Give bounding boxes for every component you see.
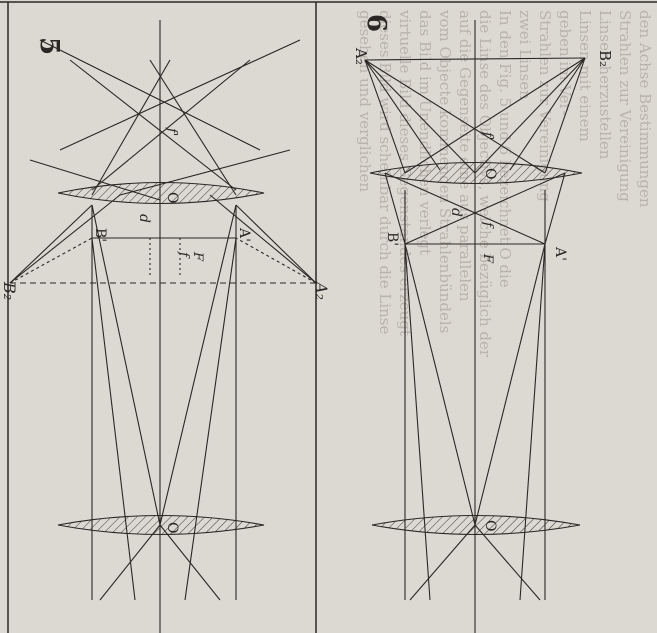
label-B2-fig5: B₂ xyxy=(0,281,19,300)
label-fprime-fig6: f' xyxy=(480,131,495,140)
background-text-line: den Achse Bestimmungen xyxy=(636,10,654,208)
background-text-line: auf die Gegenseite eine aus parallelen xyxy=(456,10,474,302)
background-text-line: das Bild im Unendlichen verlegt xyxy=(416,10,434,255)
top-lens-5 xyxy=(57,181,265,205)
figure-5-number: 5 xyxy=(34,37,64,55)
background-text-line: In den Fig. 5 und 6 bezeichnet O die xyxy=(496,10,514,288)
figure-5 xyxy=(9,20,317,633)
ray-5a xyxy=(91,204,161,526)
label-f-fig6: f xyxy=(480,221,495,229)
label-F-fig5: F xyxy=(190,251,205,262)
label-O-bottom-fig5: O xyxy=(164,522,180,533)
background-text-line: zwei Linsen xyxy=(516,10,534,100)
label-A2-fig5: A₂ xyxy=(312,280,331,300)
label-A1-fig5: A' xyxy=(236,227,252,242)
label-O-bottom-fig6: O xyxy=(482,520,498,531)
figure-6-number: 6 xyxy=(361,14,391,32)
background-text-line: gesehen und verglichen xyxy=(356,10,374,192)
label-B1-fig6: B' xyxy=(384,232,400,246)
label-d-fig5: d xyxy=(136,214,152,223)
figure-6 xyxy=(364,20,586,633)
label-f-fig5: f xyxy=(176,251,191,259)
background-text-line: Linsen mit einem xyxy=(576,10,594,142)
label-O-top-fig6: O xyxy=(482,168,498,179)
background-text-line: geben im Ver- xyxy=(556,10,574,116)
label-B2-fig6: B₂ xyxy=(596,50,614,67)
background-text-line: Strahlen zur Vereinigung xyxy=(616,10,634,202)
label-B1-fig5: B' xyxy=(92,228,108,242)
label-d-fig6: d xyxy=(448,208,464,217)
bottom-lens-5 xyxy=(57,514,265,536)
bottom-lens-6 xyxy=(371,514,581,536)
background-text-line: Linsen herzustellen xyxy=(596,10,614,160)
label-A2-fig6: A₂ xyxy=(352,47,370,65)
label-O-top-fig5: O xyxy=(164,192,180,203)
label-fprime-fig5: f' xyxy=(164,127,179,136)
ray-5b xyxy=(159,204,237,526)
label-F-fig6: F xyxy=(480,253,495,264)
label-A1-fig6: A' xyxy=(552,246,568,261)
